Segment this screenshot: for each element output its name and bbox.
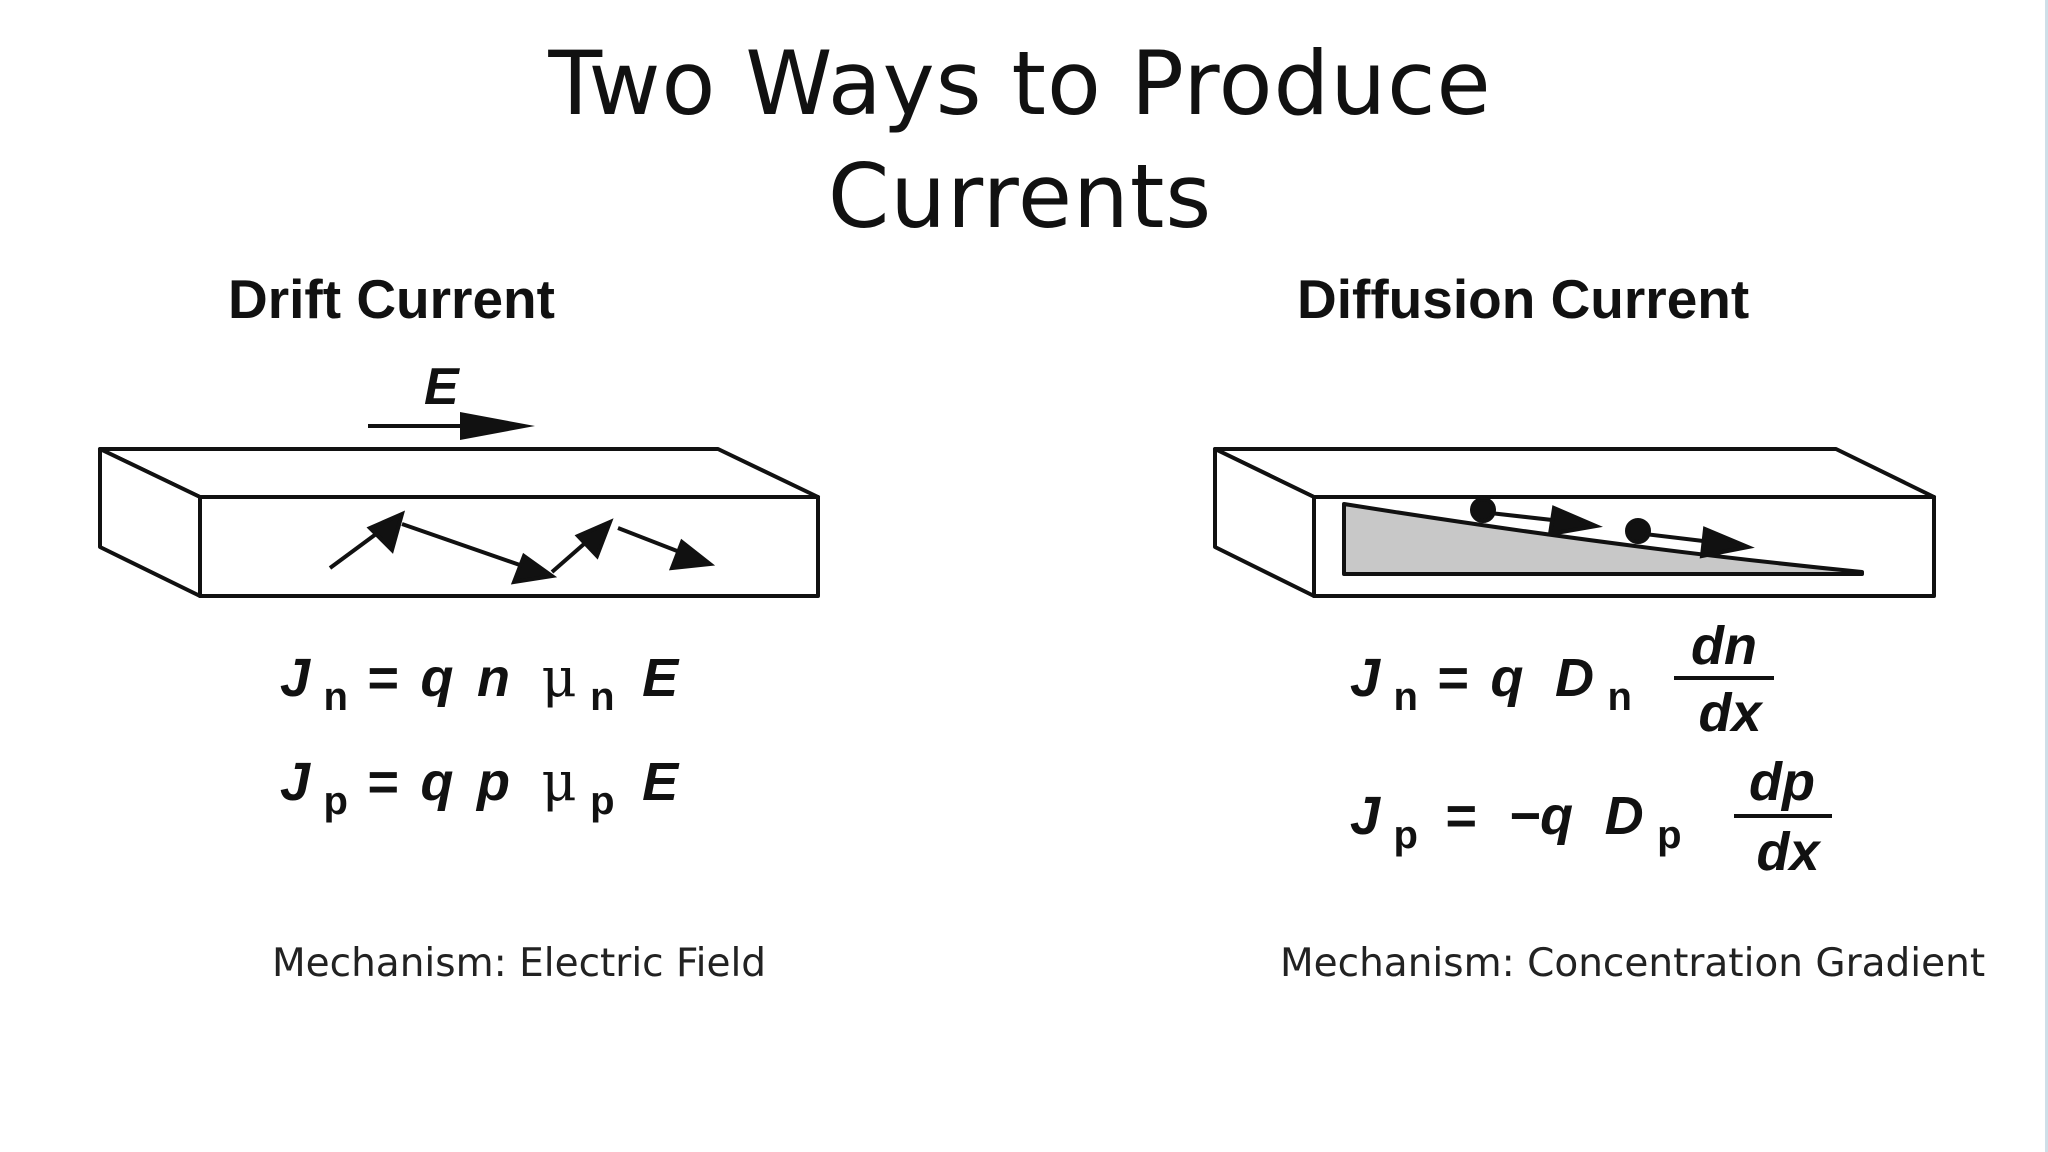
eq-q: q [421,752,454,812]
eq-mu-subscript: n [590,675,614,719]
eq-carrier-p: p [475,752,510,812]
eq-d-subscript: n [1608,675,1632,719]
eq-equals: = [1445,786,1477,846]
eq-j-symbol: J [280,752,311,812]
carrier-path-arrows [328,510,716,585]
drift-diagram: E J n = q [98,358,820,826]
eq-subscript: n [1394,675,1418,719]
drift-current-heading: Drift Current [228,268,555,330]
eq-mobility-mu: μ [542,750,577,813]
particle-dot [1470,497,1496,523]
eq-equals: = [367,752,399,812]
slide-edge [2045,0,2048,1152]
electric-field-arrow [368,412,535,440]
eq-q: q [421,648,454,708]
concentration-gradient-wedge [1342,502,1864,576]
particle-dot [1625,518,1651,544]
fraction-numerator-dp: dp [1749,752,1815,812]
eq-j-symbol: J [1350,648,1381,708]
eq-field-e: E [642,752,680,812]
eq-equals: = [1437,648,1469,708]
eq-q: q [1491,648,1524,708]
field-label-e: E [424,358,460,416]
slide-title-line-1: Two Ways to Produce [548,32,1492,135]
diffusion-mechanism-text: Mechanism: Concentration Gradient [1280,941,1986,986]
diffusion-equation-p: J p = −q D p [1350,786,1682,860]
eq-neg-q: −q [1509,786,1574,846]
fraction-denominator-dx: dx [1698,683,1763,743]
eq-mobility-mu: μ [542,646,577,709]
drift-equation-n: J n = q n μ n E [280,646,680,722]
eq-equals: = [367,648,399,708]
eq-subscript: p [324,779,348,823]
fraction-numerator-dn: dn [1691,616,1757,676]
eq-field-e: E [642,648,680,708]
drift-semiconductor-bar [98,447,820,598]
eq-diffusivity-d: D [1555,648,1594,708]
eq-diffusivity-d: D [1605,786,1644,846]
eq-j-symbol: J [280,648,311,708]
diffusion-diagram: J n = q D n dn dx J p = −q D p dp dx [1213,447,1936,882]
eq-d-subscript: p [1657,813,1681,857]
drift-mechanism-text: Mechanism: Electric Field [272,941,767,986]
eq-j-symbol: J [1350,786,1381,846]
fraction-denominator-dx: dx [1756,822,1821,882]
drift-equation-p: J p = q p μ p E [280,750,680,826]
slide-title-line-2: Currents [827,145,1213,248]
diffusing-particles [1470,497,1755,559]
diffusion-current-heading: Diffusion Current [1297,268,1750,330]
eq-subscript: p [1394,813,1418,857]
diffusion-equation-n: J n = q D n [1350,648,1632,722]
eq-subscript: n [324,675,348,719]
eq-mu-subscript: p [590,779,614,823]
eq-carrier-n: n [477,648,510,708]
